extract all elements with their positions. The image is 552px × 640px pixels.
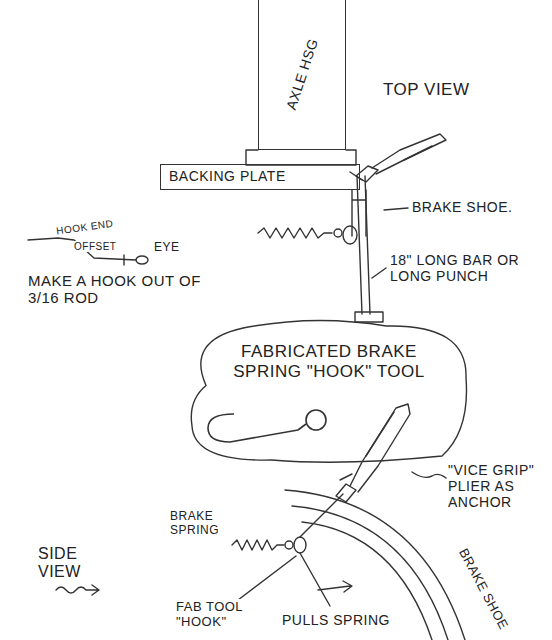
label-text: BRAKE SPRING xyxy=(170,509,219,537)
vice-grip-top xyxy=(350,134,446,182)
label-text: FAB TOOL "HOOK" xyxy=(176,599,243,629)
part-label: EYE xyxy=(154,241,194,255)
leader-line xyxy=(412,472,446,478)
leader-line xyxy=(372,268,386,278)
part-label: HOOK END xyxy=(56,214,137,237)
tool-eye xyxy=(343,226,357,244)
part-label: BRAKE SPRING xyxy=(170,510,230,538)
node-text: BACKING PLATE xyxy=(169,168,351,184)
part-label: FAB TOOL "HOOK" xyxy=(176,600,256,630)
spring-hook xyxy=(334,229,342,237)
label-text: 18" LONG BAR OR LONG PUNCH xyxy=(390,252,519,284)
axle-flange xyxy=(246,150,356,165)
leader-line xyxy=(384,208,408,210)
view-title: TOP VIEW xyxy=(383,80,513,100)
note: MAKE A HOOK OUT OF 3/16 ROD xyxy=(28,272,218,307)
bar-end xyxy=(355,312,383,322)
vice-grip-side xyxy=(336,404,410,502)
view-title: SIDE VIEW xyxy=(38,545,118,582)
label-text: TOP VIEW xyxy=(383,80,470,99)
hook-rod xyxy=(28,238,148,265)
part-label: BRAKE SHOE. xyxy=(412,199,532,215)
view-arrow xyxy=(56,585,99,595)
part-label: BRAKE SHOE xyxy=(455,546,510,632)
spring-hook xyxy=(285,541,293,549)
part-label: OFFSET xyxy=(74,241,134,253)
pull-arrow xyxy=(318,581,352,592)
label-text: PULLS SPRING xyxy=(282,612,390,628)
label-text: HOOK END xyxy=(56,218,114,237)
label-text: SIDE VIEW xyxy=(38,545,81,580)
hook-tool xyxy=(208,414,306,442)
label-text: "VICE GRIP" PLIER AS ANCHOR xyxy=(448,462,534,510)
note: PULLS SPRING xyxy=(282,612,402,628)
cloud-callout: FABRICATED BRAKE SPRING "HOOK" TOOL xyxy=(186,318,472,468)
label-text: EYE xyxy=(154,240,180,254)
brake-spring-side xyxy=(232,540,284,550)
cloud-outline xyxy=(186,318,472,468)
label-text: BRAKE SHOE xyxy=(456,546,511,632)
leader-line xyxy=(238,556,296,600)
hook-tool-eye xyxy=(306,410,326,430)
label-text: OFFSET xyxy=(74,241,116,252)
brake-spring-top xyxy=(258,228,332,238)
node-text: FABRICATED BRAKE SPRING "HOOK" TOOL xyxy=(216,342,442,381)
part-label: "VICE GRIP" PLIER AS ANCHOR xyxy=(448,462,546,510)
cloud-path xyxy=(191,320,466,462)
axle-housing: AXLE HSG xyxy=(258,0,346,150)
label-text: BRAKE SHOE. xyxy=(412,199,512,215)
backing-plate: BACKING PLATE xyxy=(160,164,360,190)
tool-eye xyxy=(294,537,306,553)
part-label: 18" LONG BAR OR LONG PUNCH xyxy=(390,252,520,284)
label-text: MAKE A HOOK OUT OF 3/16 ROD xyxy=(28,272,201,306)
long-bar xyxy=(357,176,370,314)
node-text: AXLE HSG xyxy=(283,37,321,112)
